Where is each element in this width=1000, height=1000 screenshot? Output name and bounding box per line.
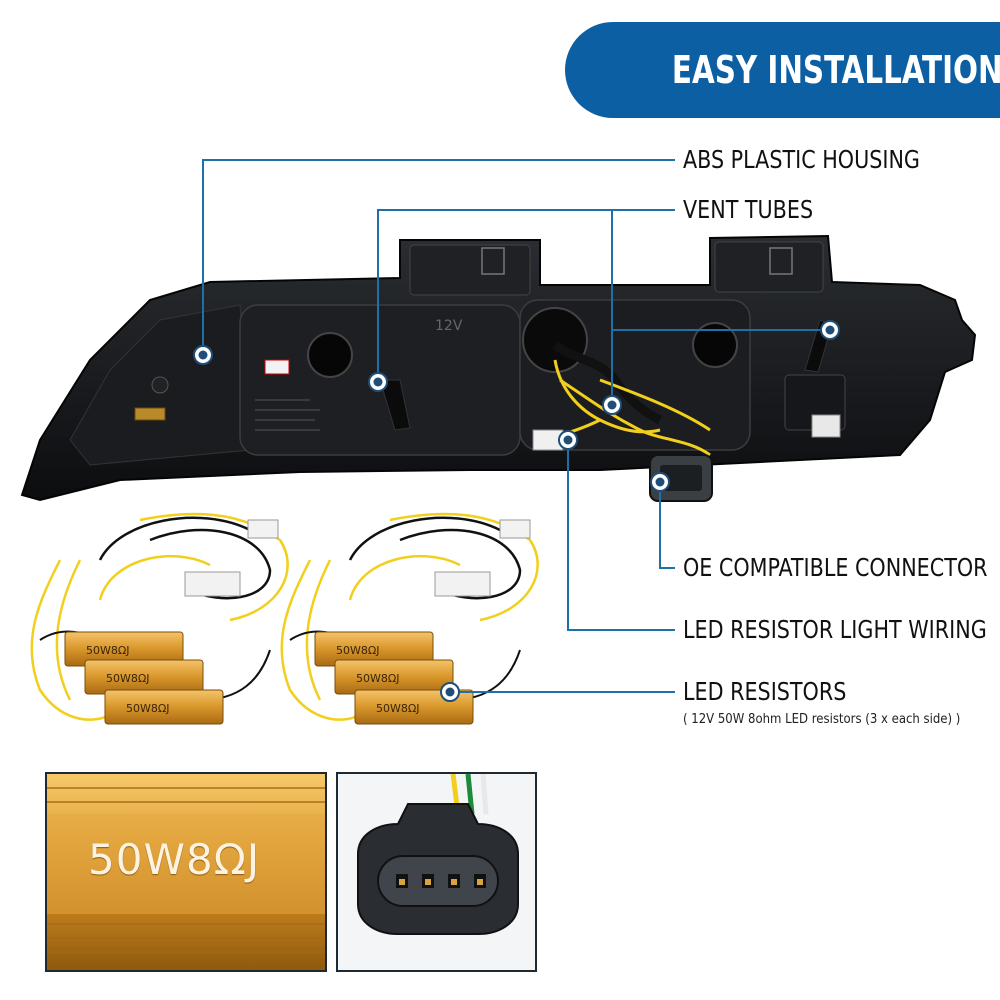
leader-dots [193, 320, 840, 702]
resistor-label: 50W8ΩJ [126, 702, 170, 715]
connector-closeup-image [357, 774, 519, 935]
callout-oe-connector: OE COMPATIBLE CONNECTOR [683, 553, 988, 582]
callout-led-resistors-note: ( 12V 50W 8ohm LED resistors (3 x each s… [683, 712, 961, 727]
resistor-closeup-image [47, 774, 325, 970]
callout-vent-tubes: VENT TUBES [683, 195, 814, 224]
resistor-set-right: 50W8ΩJ 50W8ΩJ 50W8ΩJ [280, 512, 539, 725]
resistor-set-left: 50W8ΩJ 50W8ΩJ 50W8ΩJ [30, 512, 289, 725]
headlight-housing: 12V [20, 234, 977, 502]
banner-title: EASY INSTALLATION [672, 48, 1000, 92]
resistor-label: 50W8ΩJ [336, 644, 380, 657]
housing-voltage-mark: 12V [435, 318, 463, 334]
resistor-closeup [45, 772, 327, 972]
callout-led-wiring: LED RESISTOR LIGHT WIRING [683, 615, 987, 644]
title-banner: EASY INSTALLATION [565, 22, 1000, 118]
resistor-label: 50W8ΩJ [356, 672, 400, 685]
connector-closeup [336, 772, 537, 972]
resistor-closeup-label: 50W8ΩJ [88, 835, 261, 884]
leader-lines [202, 159, 830, 693]
callout-abs-housing: ABS PLASTIC HOUSING [683, 145, 920, 174]
resistor-label: 50W8ΩJ [106, 672, 150, 685]
callout-led-resistors: LED RESISTORS [683, 677, 847, 706]
resistor-label: 50W8ΩJ [376, 702, 420, 715]
resistor-label: 50W8ΩJ [86, 644, 130, 657]
